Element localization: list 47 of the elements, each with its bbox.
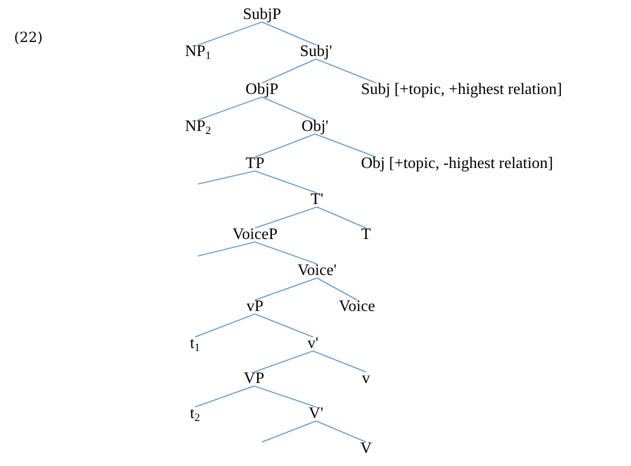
tree-branch xyxy=(194,386,254,408)
tree-branch xyxy=(194,314,256,338)
tree-label: NP$_{1}$ xyxy=(184,44,212,60)
tree-branch xyxy=(198,242,256,256)
example-number: (22) xyxy=(14,30,43,46)
tree-label: Subj [+topic, +highest relation] xyxy=(361,82,562,98)
tree-label: v xyxy=(362,371,370,387)
tree-label: VoiceP xyxy=(232,227,278,243)
tree-label: TP xyxy=(246,156,264,172)
tree-branch xyxy=(198,22,262,46)
tree-branch xyxy=(254,242,318,264)
tree-branch xyxy=(314,134,376,158)
tree-branch xyxy=(316,206,366,228)
tree-label: VP xyxy=(244,371,264,387)
tree-label: Obj [+topic, -highest relation] xyxy=(361,156,554,172)
tree-label: t$_{2}$ xyxy=(190,406,200,422)
tree-branch xyxy=(262,420,316,442)
tree-branch xyxy=(254,314,314,338)
tree-branch xyxy=(254,206,318,228)
tree-branch xyxy=(198,170,256,184)
tree-label: Subj' xyxy=(300,44,332,60)
tree-branch xyxy=(316,58,376,84)
tree-label: NP$_{2}$ xyxy=(184,119,212,135)
tree-branch xyxy=(262,22,316,46)
tree-branch xyxy=(198,96,262,120)
tree-label: t$_{1}$ xyxy=(190,336,200,352)
tree-branch xyxy=(312,350,366,372)
tree-label: V' xyxy=(308,406,324,422)
tree-label: T xyxy=(361,227,371,243)
tree-branch xyxy=(254,134,316,158)
tree-branch xyxy=(316,278,358,300)
tree-label: Obj' xyxy=(302,119,328,135)
tree-branch xyxy=(316,420,366,442)
tree-label: v' xyxy=(308,336,318,352)
tree-label: ObjP xyxy=(246,82,278,98)
tree-label: SubjP xyxy=(242,7,282,23)
tree-label: Voice xyxy=(338,299,376,315)
tree-label: V xyxy=(360,441,372,457)
tree-branch xyxy=(254,278,318,300)
tree-branch xyxy=(254,170,318,194)
tree-label: T' xyxy=(310,192,324,208)
tree-branch xyxy=(262,58,316,84)
tree-label: vP xyxy=(246,299,264,315)
tree-branch xyxy=(254,350,314,372)
tree-branch xyxy=(254,386,316,408)
tree-label: Voice' xyxy=(297,263,337,279)
tree-branch xyxy=(262,96,316,120)
